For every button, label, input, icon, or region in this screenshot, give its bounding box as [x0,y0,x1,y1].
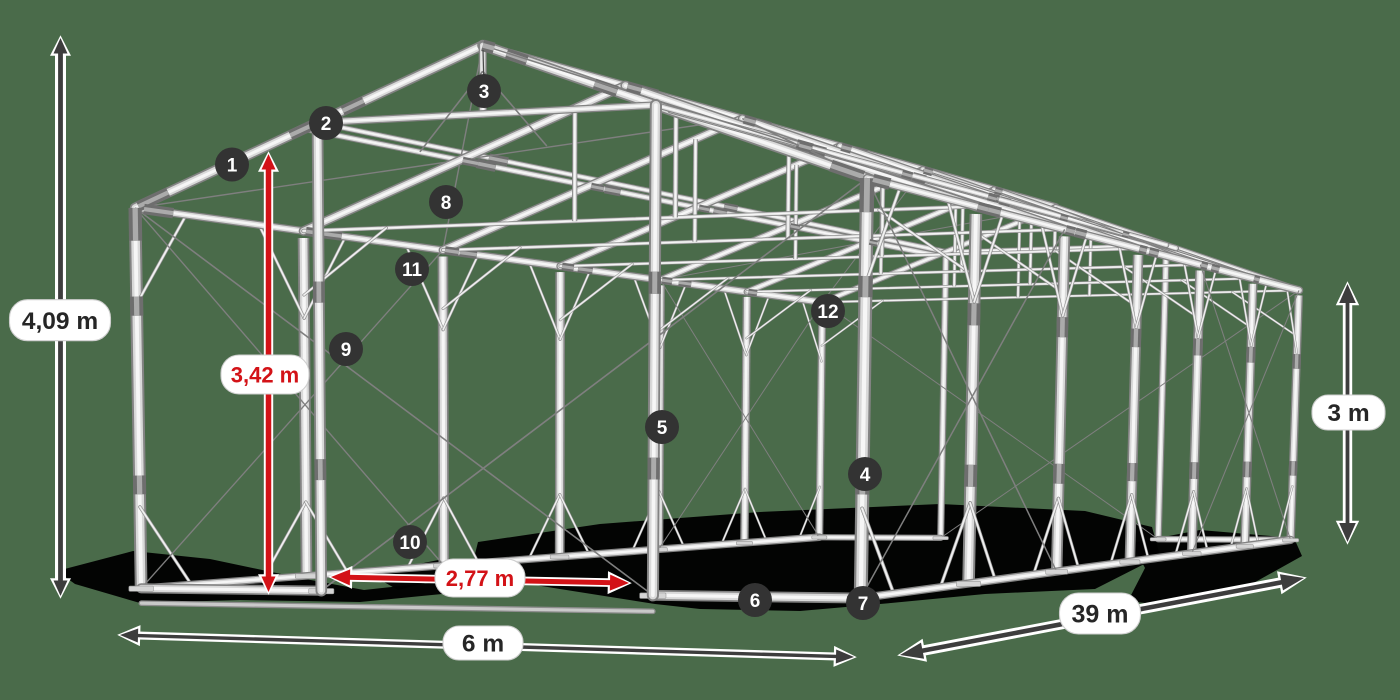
svg-text:1: 1 [227,155,238,176]
svg-text:9: 9 [341,340,352,361]
svg-text:6: 6 [750,591,761,612]
svg-text:10: 10 [399,533,420,554]
svg-text:4,09 m: 4,09 m [22,308,98,335]
svg-text:3,42 m: 3,42 m [231,362,300,387]
svg-text:6 m: 6 m [462,631,504,658]
svg-text:3 m: 3 m [1327,400,1369,427]
svg-text:11: 11 [402,260,423,281]
svg-text:3: 3 [479,82,490,103]
svg-text:2: 2 [321,114,332,135]
svg-text:39 m: 39 m [1072,600,1129,628]
svg-text:12: 12 [817,302,838,323]
svg-text:4: 4 [860,465,871,486]
svg-text:2,77 m: 2,77 m [446,566,515,591]
svg-text:7: 7 [858,594,869,615]
svg-text:5: 5 [657,418,668,439]
svg-text:8: 8 [441,193,452,214]
